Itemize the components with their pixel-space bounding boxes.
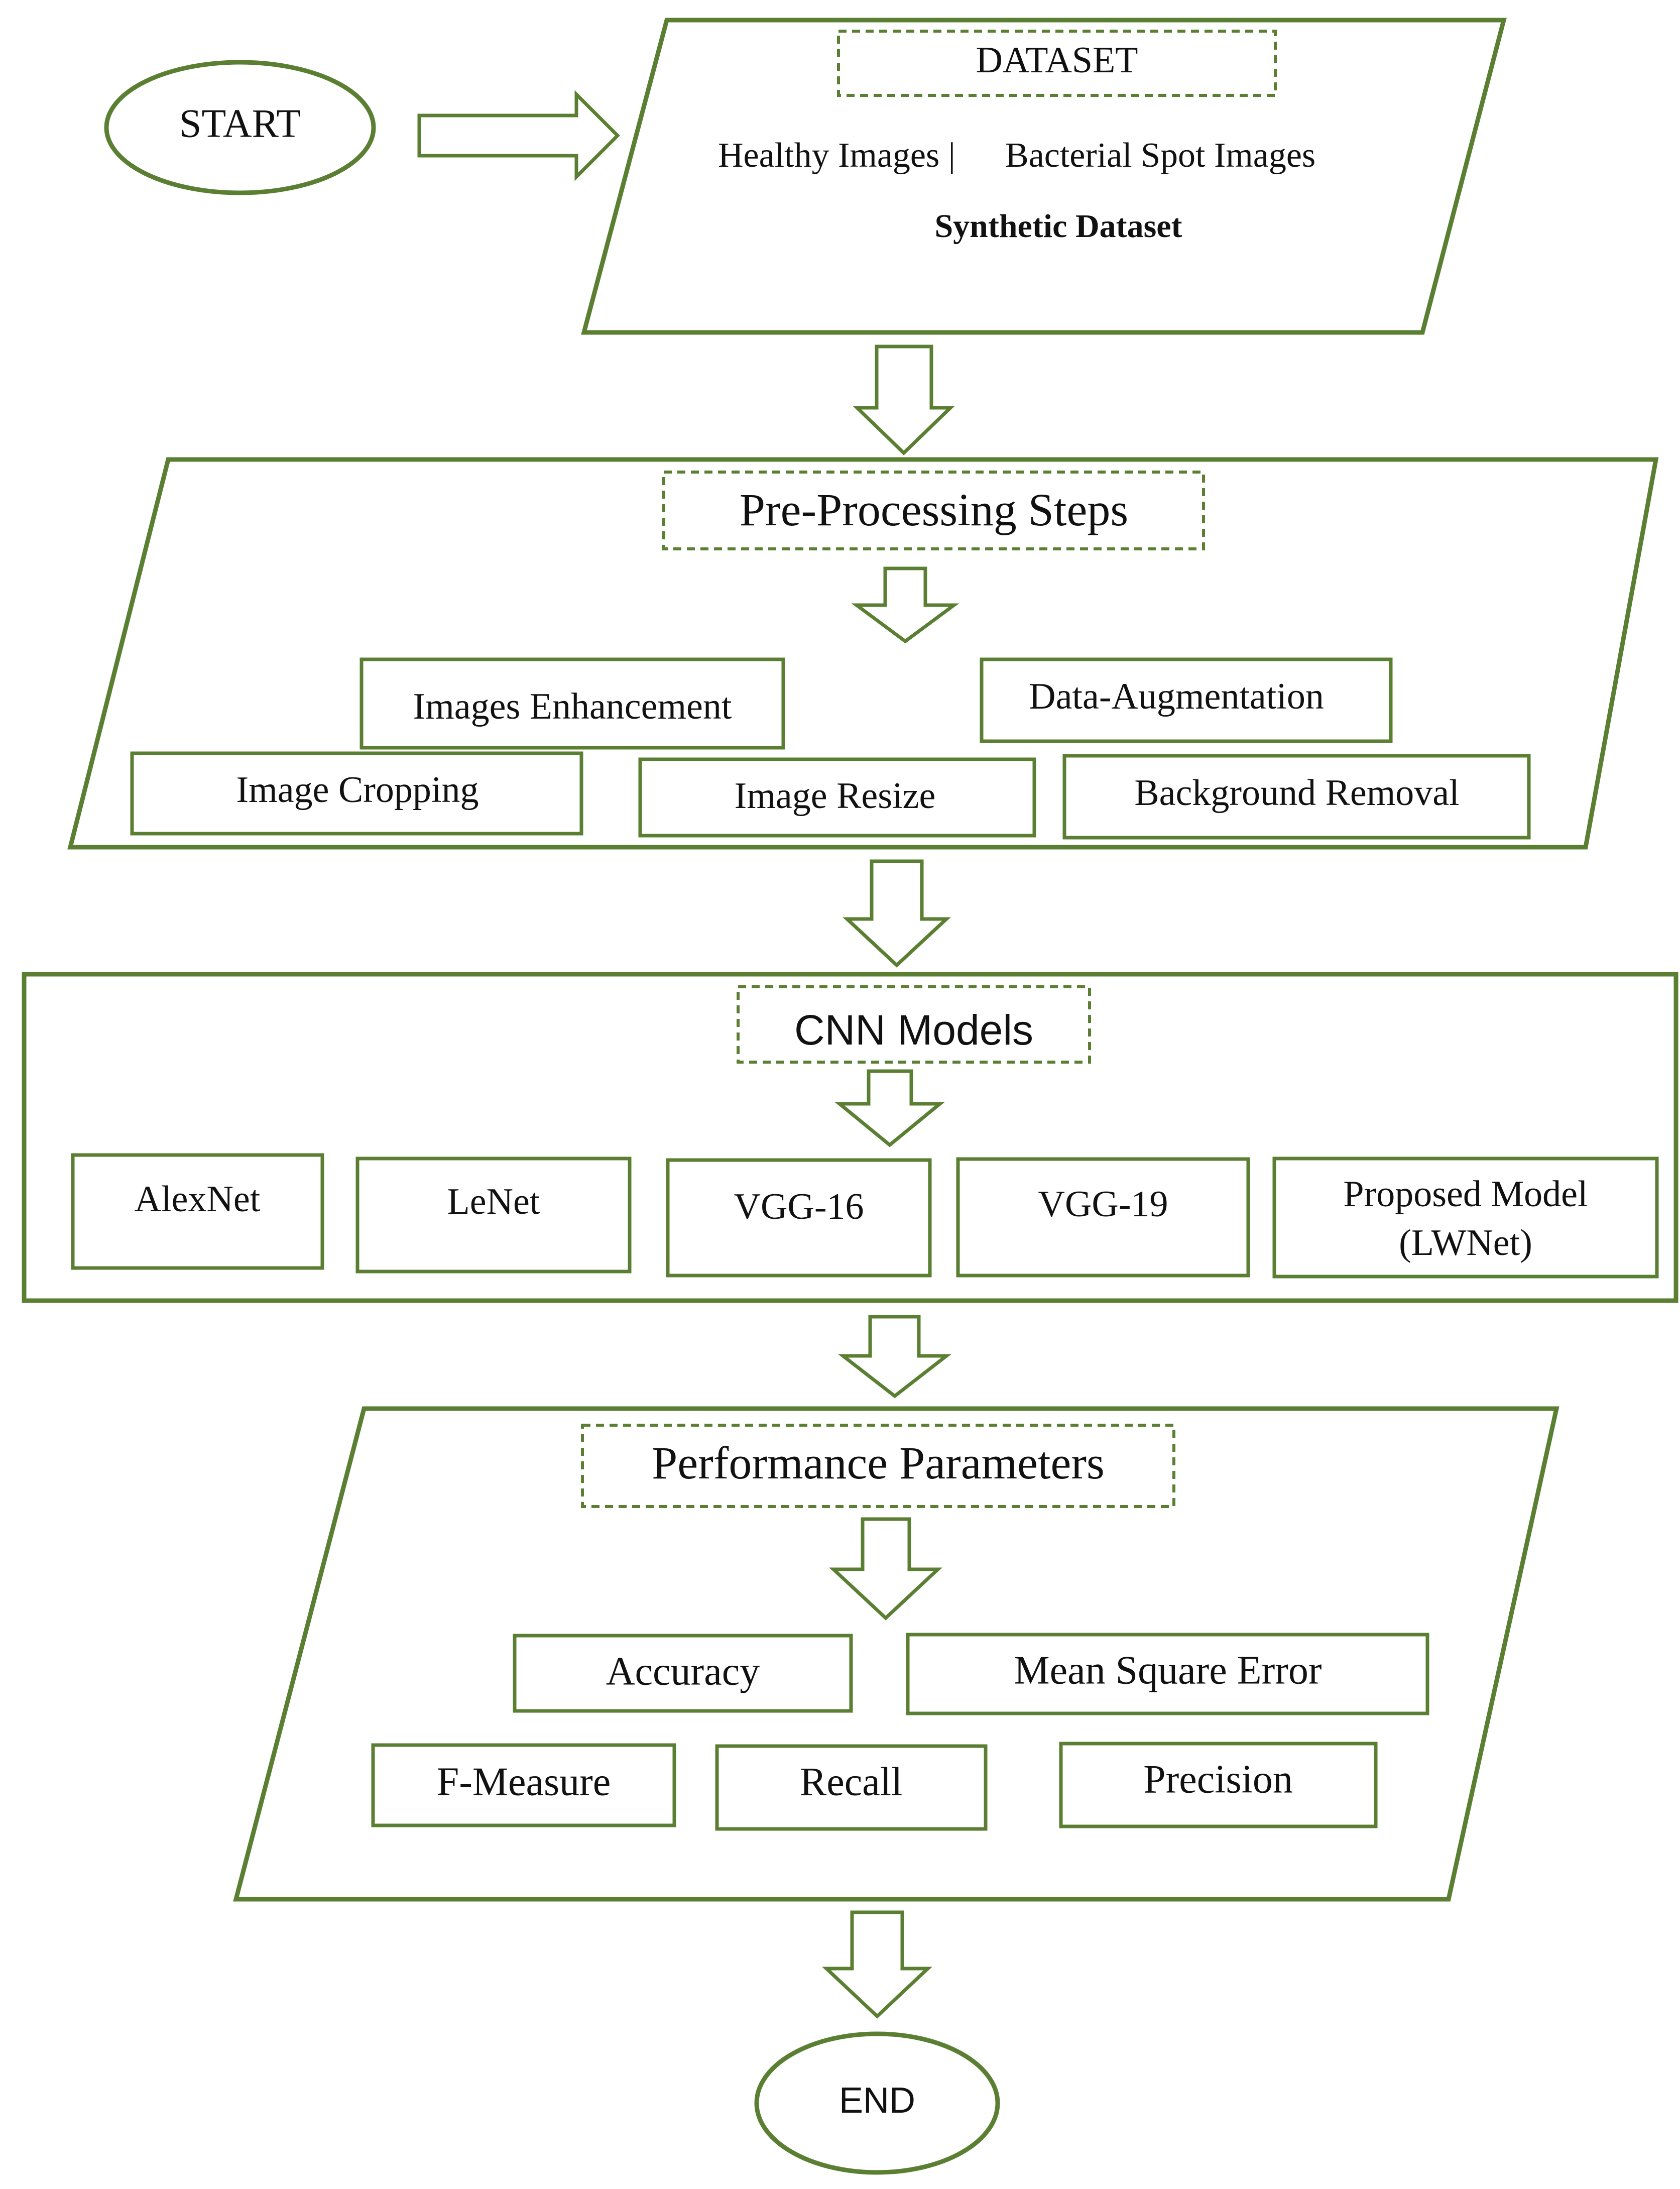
metric-recall (715, 1744, 988, 1831)
start-label: START (179, 101, 301, 146)
step-background-removal-label: Background Removal (1134, 772, 1459, 814)
dataset-healthy-images: Healthy Images | (718, 136, 955, 175)
step-images-enhancement-label: Images Enhancement (413, 686, 732, 727)
down-arrow-icon (853, 344, 955, 455)
preprocessing-title: Pre-Processing Steps (740, 484, 1128, 535)
step-image-resize-label: Image Resize (735, 775, 936, 817)
down-arrow-icon (851, 566, 959, 644)
metric-mean-square-error-label: Mean Square Error (1014, 1648, 1322, 1692)
model-alexnet (71, 1153, 324, 1270)
right-arrow-icon (417, 90, 620, 181)
start-node (104, 60, 376, 195)
dataset-block (581, 18, 1507, 335)
step-image-resize (638, 757, 1036, 838)
model-lenet-label: LeNet (447, 1181, 540, 1222)
model-vgg19-label: VGG-19 (1038, 1184, 1168, 1225)
metric-mean-square-error (906, 1633, 1429, 1715)
dataset-bacterial-spot-images: Bacterial Spot Images (1005, 136, 1315, 175)
cnn-title: CNN Models (794, 1006, 1033, 1054)
preprocessing-block (67, 457, 1659, 850)
down-arrow-icon (843, 859, 951, 968)
down-arrow-icon (829, 1517, 942, 1621)
model-lenet (355, 1157, 632, 1274)
dataset-synthetic: Synthetic Dataset (934, 208, 1182, 245)
metric-f-measure-label: F-Measure (437, 1760, 611, 1804)
model-proposed-label: Proposed Model (1343, 1174, 1588, 1215)
metric-accuracy (513, 1634, 853, 1713)
metric-recall-label: Recall (800, 1760, 902, 1804)
down-arrow-icon (837, 1315, 952, 1399)
step-background-removal (1062, 754, 1531, 840)
model-alexnet-label: AlexNet (135, 1179, 261, 1220)
metric-precision-label: Precision (1143, 1757, 1293, 1801)
preprocessing-title-box (662, 471, 1205, 550)
metric-f-measure (371, 1743, 676, 1827)
metric-precision (1059, 1742, 1378, 1828)
performance-title: Performance Parameters (652, 1437, 1105, 1488)
step-data-augmentation-label: Data-Augmentation (1029, 676, 1324, 717)
down-arrow-icon (834, 1069, 945, 1147)
model-proposed-name: (LWNet) (1399, 1222, 1532, 1263)
metric-accuracy-label: Accuracy (606, 1649, 760, 1693)
model-proposed-lwnet (1272, 1157, 1659, 1279)
step-data-augmentation (980, 657, 1393, 743)
step-image-cropping-label: Image Cropping (236, 769, 479, 811)
model-vgg19 (956, 1157, 1250, 1278)
step-images-enhancement (359, 657, 785, 750)
performance-title-box (581, 1424, 1175, 1508)
end-label: END (839, 2081, 915, 2121)
dataset-title-box (837, 30, 1277, 97)
end-node (754, 2031, 1000, 2175)
model-vgg16-label: VGG-16 (734, 1186, 864, 1227)
cnn-title-box (737, 985, 1091, 1064)
model-vgg16 (666, 1158, 932, 1278)
down-arrow-icon (822, 1910, 932, 2019)
step-image-cropping (130, 751, 583, 836)
dataset-title: DATASET (976, 40, 1138, 81)
